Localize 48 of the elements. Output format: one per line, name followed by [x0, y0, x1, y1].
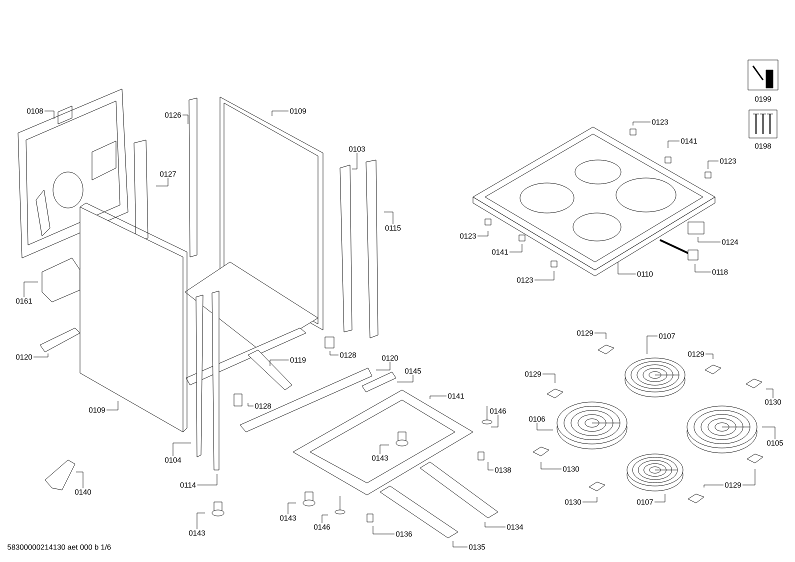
leader-line: [540, 462, 562, 470]
leader-line: [197, 474, 218, 486]
leader-line: [708, 160, 719, 170]
leader-line: [372, 526, 395, 534]
leader-line: [694, 264, 711, 272]
leader-line: [272, 110, 289, 116]
leader-line: [490, 414, 498, 428]
leader-line: [380, 444, 390, 454]
leader-line: [654, 494, 666, 502]
leader-line: [698, 236, 721, 242]
leader-line: [534, 270, 554, 280]
leader-line: [33, 353, 48, 358]
leader-line: [106, 400, 118, 410]
leader-line: [384, 212, 394, 224]
leader-line: [452, 540, 468, 548]
leader-line: [668, 140, 680, 148]
leader-line: [156, 178, 168, 186]
leader-line: [594, 332, 606, 340]
leader-line: [352, 152, 358, 170]
leader-line: [766, 388, 774, 398]
leader-line: [322, 514, 328, 524]
leader-line: [646, 336, 658, 354]
leader-line: [44, 110, 54, 120]
leader-line: [705, 354, 714, 360]
leader-line: [172, 442, 192, 456]
leader-line: [270, 360, 289, 366]
leader-line: [762, 426, 776, 440]
leader-line: [396, 374, 414, 382]
leader-line: [477, 230, 488, 236]
leader-line: [24, 282, 38, 298]
leader-line: [542, 374, 556, 384]
leader-line: [509, 244, 522, 252]
leader-line: [376, 362, 390, 370]
leader-line: [330, 350, 339, 356]
leader-line: [182, 114, 188, 124]
leader-line: [488, 462, 494, 470]
leader-line: [704, 484, 724, 488]
leader-line: [536, 422, 554, 430]
leader-line: [632, 122, 651, 126]
leader-line: [742, 468, 756, 486]
leader-line: [248, 402, 254, 406]
leader-line: [288, 502, 296, 514]
leader-line: [76, 472, 84, 488]
leader-line: [484, 522, 506, 528]
leader-line: [430, 396, 447, 400]
leader-line: [196, 512, 206, 530]
leader-line: [618, 262, 636, 274]
leader-line: [582, 496, 598, 502]
